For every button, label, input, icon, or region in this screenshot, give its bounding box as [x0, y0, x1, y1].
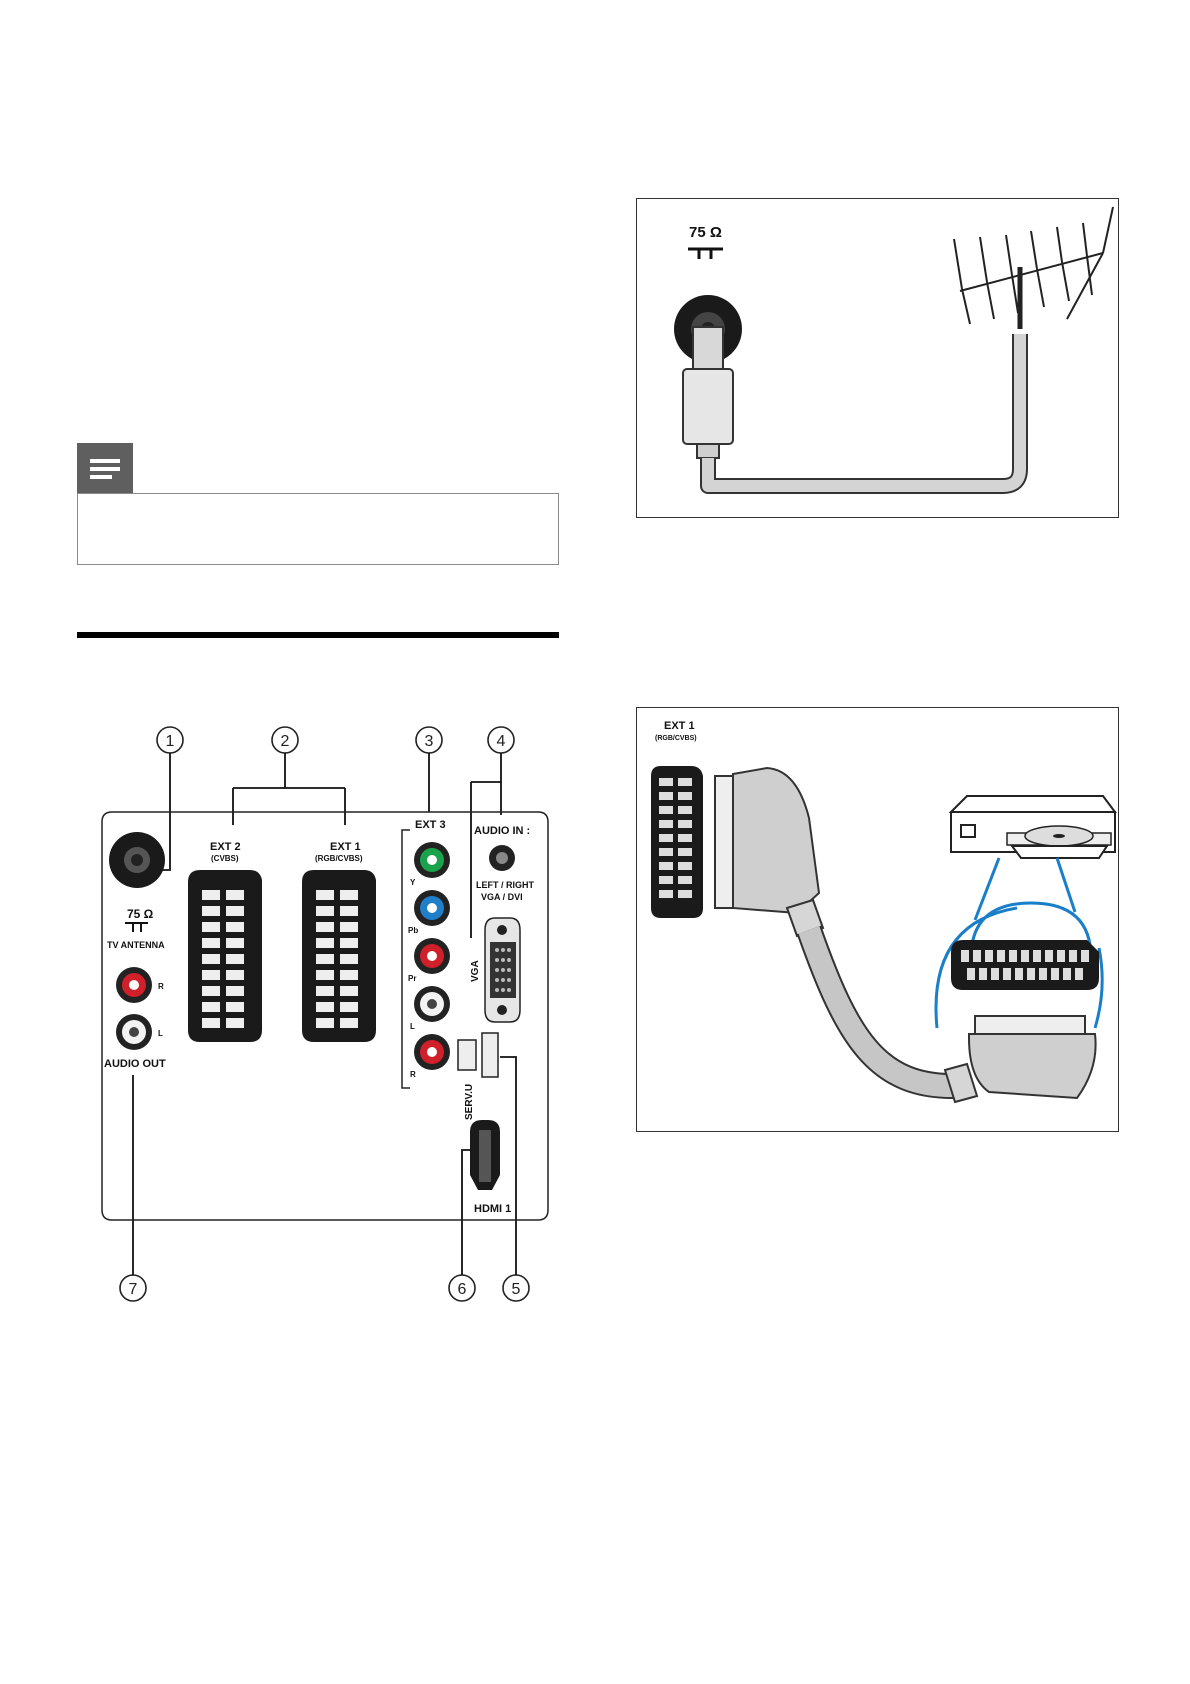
- antenna-illustration: 75 Ω: [674, 206, 1114, 494]
- rear-panel-diagram: 1 2 3 4 5 6 7: [101, 726, 549, 1302]
- audio-l-label: L: [158, 1029, 163, 1038]
- ext3-jacks: [414, 842, 450, 1070]
- scart-ext2: [188, 870, 262, 1042]
- note-box: [77, 493, 559, 565]
- audio-out-jacks: [116, 967, 152, 1050]
- ext3-label: EXT 3: [415, 819, 446, 831]
- hdmi-port: [470, 1120, 500, 1190]
- callout-4: 4: [497, 733, 506, 750]
- scart-figure: EXT 1 (RGB/CVBS): [636, 707, 1119, 1132]
- ohm-label: 75 Ω: [127, 907, 154, 921]
- audio-out-label: AUDIO OUT: [104, 1058, 166, 1070]
- scart-ext1-sub-label: (RGB/CVBS): [655, 735, 697, 742]
- audio-r-label: R: [158, 982, 164, 991]
- audio-in-sub1: LEFT / RIGHT: [476, 880, 534, 890]
- scart-ext1: [302, 870, 376, 1042]
- ext3-r-label: R: [410, 1070, 416, 1079]
- ext3-l-label: L: [410, 1022, 415, 1031]
- audio-in-label: AUDIO IN :: [474, 825, 530, 837]
- ground-icon: [688, 247, 723, 259]
- note-tab: [77, 443, 133, 493]
- callout-2: 2: [281, 733, 290, 750]
- callout-7: 7: [129, 1281, 138, 1298]
- hdmi1-label: HDMI 1: [474, 1203, 511, 1215]
- ext3-y-label: Y: [410, 878, 416, 887]
- scart-ext1-label: EXT 1: [664, 720, 695, 732]
- audio-in-sub2: VGA / DVI: [481, 892, 523, 902]
- ext3-pb-label: Pb: [408, 926, 418, 935]
- scart-illustration: EXT 1 (RGB/CVBS): [651, 720, 1117, 1104]
- panel-outline: [101, 811, 549, 1221]
- note-icon: [90, 459, 120, 479]
- section-rule: [77, 632, 559, 638]
- serv-u-label: SERV.U: [464, 1084, 475, 1120]
- vga-label: VGA: [470, 960, 481, 982]
- ext3-pr-label: Pr: [408, 974, 416, 983]
- ext2-sub-label: (CVBS): [211, 854, 239, 863]
- vga-port: [484, 917, 521, 1023]
- tv-antenna-label: TV ANTENNA: [107, 940, 165, 950]
- ext2-label: EXT 2: [210, 841, 241, 853]
- callout-5: 5: [512, 1281, 521, 1298]
- ext1-label: EXT 1: [330, 841, 361, 853]
- antenna-ohm-label: 75 Ω: [689, 224, 722, 241]
- callout-3: 3: [425, 733, 434, 750]
- antenna-icon: [953, 206, 1114, 329]
- ext1-sub-label: (RGB/CVBS): [315, 854, 363, 863]
- callout-1: 1: [166, 733, 175, 750]
- antenna-figure: 75 Ω: [636, 198, 1119, 518]
- callout-6: 6: [458, 1281, 467, 1298]
- dvd-player-icon: [948, 795, 1117, 859]
